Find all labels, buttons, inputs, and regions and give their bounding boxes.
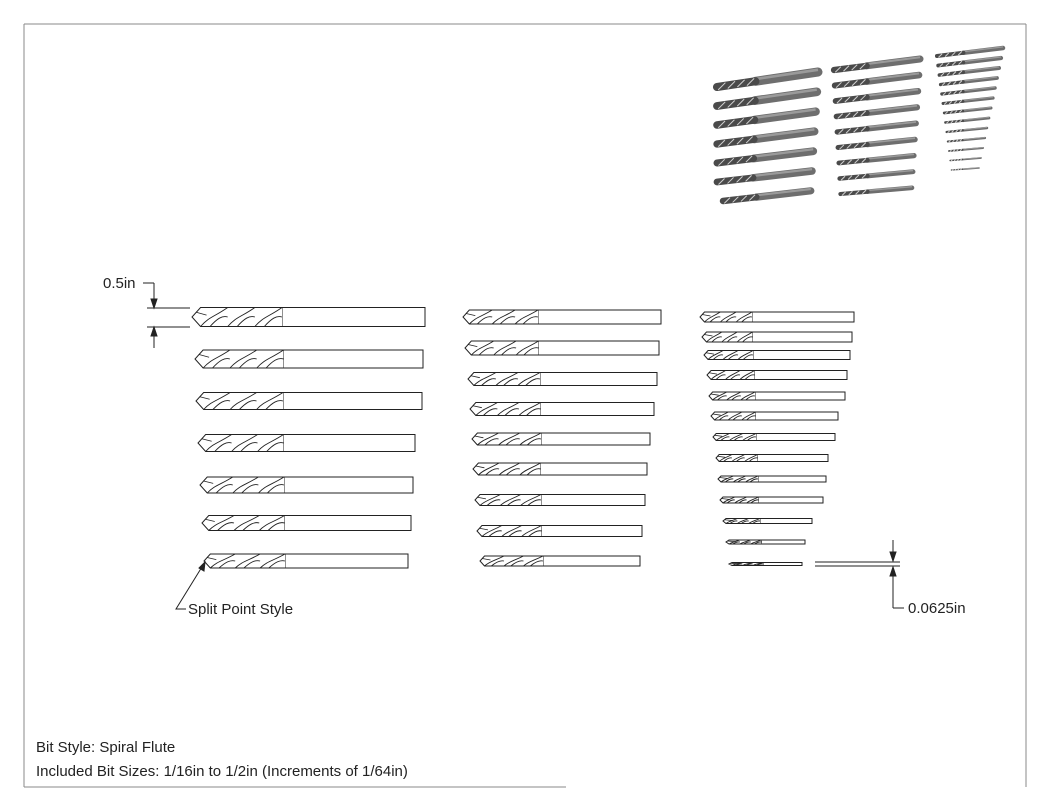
drill-bit	[479, 555, 641, 567]
bit-style-note: Bit Style: Spiral Flute	[36, 739, 176, 756]
shaded-drill-bit	[938, 76, 999, 87]
medium-bit-column	[462, 309, 662, 567]
included-sizes-note: Included Bit Sizes: 1/16in to 1/2in (Inc…	[36, 763, 408, 780]
shaded-drill-bit	[942, 106, 993, 115]
drill-bit	[197, 434, 416, 452]
drill-bit	[703, 350, 851, 360]
shaded-drill-bit	[831, 71, 923, 89]
shaded-drill-bit	[836, 153, 917, 166]
shaded-drill-bit	[944, 116, 991, 124]
drill-bit	[715, 454, 829, 462]
shaded-drill-bit	[838, 185, 915, 197]
drill-bit	[199, 476, 414, 494]
dimension-large-bit	[143, 282, 190, 348]
shaded-drill-bit	[834, 120, 919, 135]
shaded-drill-bit	[940, 86, 997, 96]
drill-bit	[722, 518, 813, 524]
drill-bit	[717, 475, 827, 483]
drill-bit	[727, 562, 803, 566]
drill-bit	[203, 553, 409, 569]
drill-bit	[476, 525, 643, 537]
split-point-leader	[175, 560, 206, 610]
drill-bit	[194, 349, 424, 369]
drill-bit	[701, 331, 853, 343]
dimension-small-bit	[815, 540, 904, 609]
drill-bit	[719, 496, 824, 504]
shaded-drill-bit	[719, 187, 815, 205]
drill-bit	[699, 311, 855, 323]
drill-bit	[706, 370, 848, 380]
shaded-drill-bit	[713, 107, 820, 129]
shaded-drill-bit	[712, 67, 823, 92]
shaded-drill-bit	[713, 87, 822, 110]
shaded-drill-bit	[832, 87, 922, 104]
drill-bit	[474, 494, 646, 506]
shaded-drill-bit	[946, 136, 987, 143]
drill-bit	[201, 515, 412, 531]
isometric-overview	[712, 45, 1006, 205]
drill-bit	[469, 402, 655, 416]
drill-bit	[195, 392, 423, 410]
shaded-drill-bit	[945, 126, 989, 134]
drill-bit	[462, 309, 662, 325]
shaded-drill-bit	[830, 55, 924, 74]
drill-bit	[464, 340, 660, 356]
dimension-label-0-5in: 0.5in	[103, 275, 136, 292]
drill-bit	[712, 433, 836, 441]
drill-bit	[708, 391, 846, 401]
drill-bit	[471, 432, 651, 446]
shaded-drill-bit	[936, 55, 1004, 68]
shaded-drill-bit	[934, 45, 1006, 59]
shaded-drill-bit	[950, 167, 980, 171]
drill-bit	[191, 307, 426, 327]
dimension-label-0-0625in: 0.0625in	[908, 600, 966, 617]
shaded-drill-bit	[837, 169, 916, 181]
shaded-drill-bit	[948, 147, 984, 153]
shaded-drill-bit	[835, 136, 918, 150]
sheet-frame	[23, 23, 1027, 788]
shaded-drill-bit	[937, 66, 1001, 77]
shaded-drill-bit	[713, 127, 819, 148]
small-bit-column	[699, 311, 855, 566]
drill-bit	[725, 539, 806, 545]
shaded-drill-bit	[713, 147, 818, 167]
drill-bit	[710, 411, 839, 421]
shaded-drill-bit	[833, 104, 921, 120]
shaded-drill-bit	[949, 157, 982, 162]
shaded-drill-bit	[713, 167, 816, 186]
drill-bit	[467, 372, 658, 386]
large-bit-column	[191, 307, 426, 569]
split-point-style-label: Split Point Style	[188, 601, 294, 618]
shaded-drill-bit	[941, 96, 995, 105]
drill-bit	[472, 462, 648, 476]
